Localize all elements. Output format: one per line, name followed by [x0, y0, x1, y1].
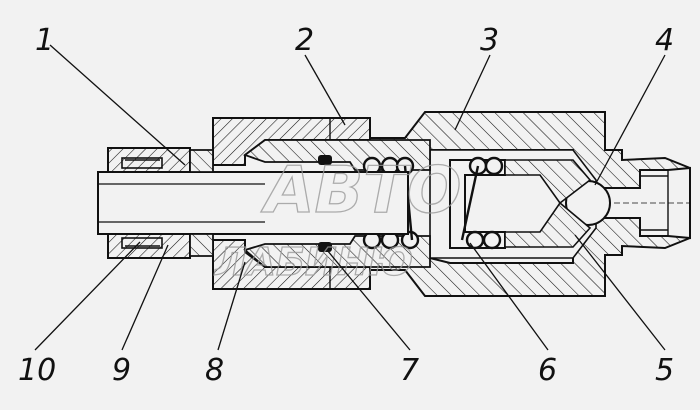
leader-3	[454, 54, 491, 131]
callout-4: 4	[655, 23, 674, 58]
ferrule	[189, 149, 214, 257]
callout-5: 5	[655, 353, 674, 388]
leader-4	[594, 54, 666, 186]
callout-10: 10	[18, 353, 56, 388]
leader-9	[121, 244, 169, 351]
leader-6	[469, 242, 549, 351]
leader-7	[326, 249, 411, 351]
callout-6: 6	[538, 353, 557, 388]
watermark-line-2: ЛАБИНЮ	[214, 240, 413, 284]
callout-9: 9	[112, 353, 131, 388]
callout-2: 2	[295, 23, 314, 58]
callout-labels: 1 2 3 4 5 6 7 8 9 10	[18, 23, 674, 388]
end-cap-nut	[107, 147, 191, 259]
seal-washer	[121, 157, 163, 249]
leader-lines	[34, 44, 666, 351]
o-ring-bottom	[318, 242, 332, 252]
watermark-line-1: АВТО	[260, 154, 461, 228]
leader-10	[34, 241, 141, 351]
leader-5	[574, 234, 666, 351]
leader-1	[49, 44, 186, 166]
hollow-tube	[97, 171, 409, 235]
watermark: АВТО ЛАБИНЮ	[213, 153, 462, 284]
leader-2	[304, 54, 346, 126]
callout-1: 1	[35, 23, 54, 58]
callout-8: 8	[205, 353, 224, 388]
callout-7: 7	[400, 353, 419, 388]
o-ring-top	[318, 155, 332, 165]
outlet-fitting	[604, 166, 691, 240]
valve-seat	[504, 159, 592, 248]
leader-8	[217, 261, 246, 351]
callout-3: 3	[480, 23, 499, 58]
